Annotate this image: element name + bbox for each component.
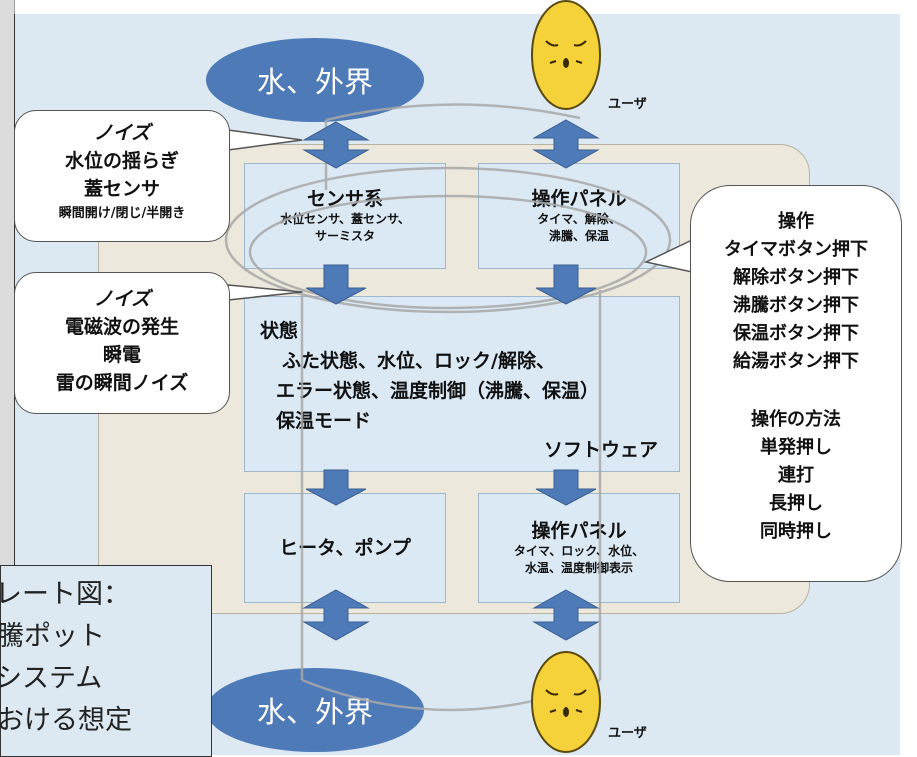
- sensor-box: センサ系 水位センサ、蓋センサ、 サーミスタ: [244, 163, 446, 269]
- operations-bubble: 操作 タイマボタン押下 解除ボタン押下 沸騰ボタン押下 保温ボタン押下 給湯ボタ…: [690, 185, 902, 582]
- user-face-top: [531, 0, 601, 110]
- note-line: システム: [0, 663, 103, 694]
- panel-box-top-line: 沸騰、保温: [548, 229, 609, 243]
- method-item: 単発押し: [760, 437, 832, 458]
- heater-box-title: ヒータ、ポンプ: [279, 537, 411, 559]
- operations-heading: 操作: [778, 211, 814, 232]
- panel-box-bottom-title: 操作パネル: [531, 520, 627, 542]
- noise-bubble-2-line: 電磁波の発生: [64, 316, 179, 338]
- method-heading: 操作の方法: [751, 409, 841, 430]
- state-box: [244, 296, 680, 472]
- noise-bubble-1-line: ノイズ: [93, 122, 151, 144]
- sensor-box-title: センサ系: [306, 188, 383, 210]
- panel-box-bottom-line: タイマ、ロック、水位、: [513, 544, 645, 558]
- arrow-state-to-heater: [305, 469, 367, 506]
- noise-bubble-1-line: 水位の揺らぎ: [64, 150, 179, 172]
- state-title: 状態: [260, 320, 299, 342]
- noise-bubble-2: ノイズ 電磁波の発生 瞬電 雷の瞬間ノイズ: [14, 272, 230, 414]
- operation-item: 給湯ボタン押下: [733, 351, 859, 372]
- arrow-panel-to-user: [532, 589, 600, 641]
- note-line: レート図：: [0, 579, 130, 610]
- panel-box-bottom-line: 水温、温度制御表示: [524, 561, 633, 575]
- right-edge: [900, 0, 917, 755]
- bubble-tail-1: [227, 129, 303, 151]
- pot-outline: [224, 103, 672, 712]
- top-ellipse-label: 水、外界: [256, 65, 373, 99]
- state-line: 保温モード: [276, 410, 372, 432]
- sensor-box-line: 水位センサ、蓋センサ、: [280, 212, 410, 226]
- method-item: 同時押し: [760, 521, 832, 542]
- sensor-box-line: サーミスタ: [314, 229, 375, 243]
- user-face-bottom: [531, 651, 601, 753]
- panel-box-bottom: 操作パネル タイマ、ロック、水位、 水温、温度制御表示: [478, 493, 680, 603]
- user-label-bottom: ユーザ: [608, 726, 647, 741]
- note-line: おける想定: [0, 705, 132, 736]
- noise-bubble-1: ノイズ 水位の揺らぎ 蓋センサ 瞬間開け/閉じ/半開き: [14, 110, 230, 242]
- arrow-state-to-panel: [535, 469, 597, 506]
- operation-item: 保温ボタン押下: [733, 323, 859, 344]
- noise-bubble-2-line: ノイズ: [93, 288, 151, 310]
- arrow-user-to-panel: [532, 119, 600, 169]
- bottom-ellipse: 水、外界: [206, 668, 424, 752]
- arrow-sensor-to-state: [305, 264, 367, 305]
- arrow-panel-to-state: [535, 264, 597, 305]
- method-item: 連打: [778, 465, 814, 486]
- heater-box: ヒータ、ポンプ: [244, 493, 446, 603]
- note-line: 騰ポット: [0, 621, 105, 652]
- operation-item: 解除ボタン押下: [733, 267, 859, 288]
- arrow-world-to-sensor: [302, 121, 370, 169]
- operation-item: 沸騰ボタン押下: [733, 295, 859, 316]
- state-line: ふた状態、水位、ロック/解除、: [282, 350, 555, 372]
- noise-bubble-2-line: 瞬電: [102, 344, 141, 366]
- method-item: 長押し: [769, 493, 823, 514]
- state-line: エラー状態、温度制御（沸騰、保温）: [276, 380, 600, 402]
- noise-bubble-1-line: 瞬間開け/閉じ/半開き: [58, 206, 186, 221]
- user-label-top: ユーザ: [608, 97, 647, 112]
- noise-bubble-1-line: 蓋センサ: [83, 178, 160, 200]
- arrow-heater-to-world: [302, 589, 370, 641]
- bottom-ellipse-label: 水、外界: [256, 695, 373, 729]
- note-box: レート図： 騰ポット システム おける想定: [0, 565, 212, 757]
- operation-item: タイマボタン押下: [724, 239, 868, 260]
- noise-bubble-2-line: 雷の瞬間ノイズ: [55, 372, 189, 394]
